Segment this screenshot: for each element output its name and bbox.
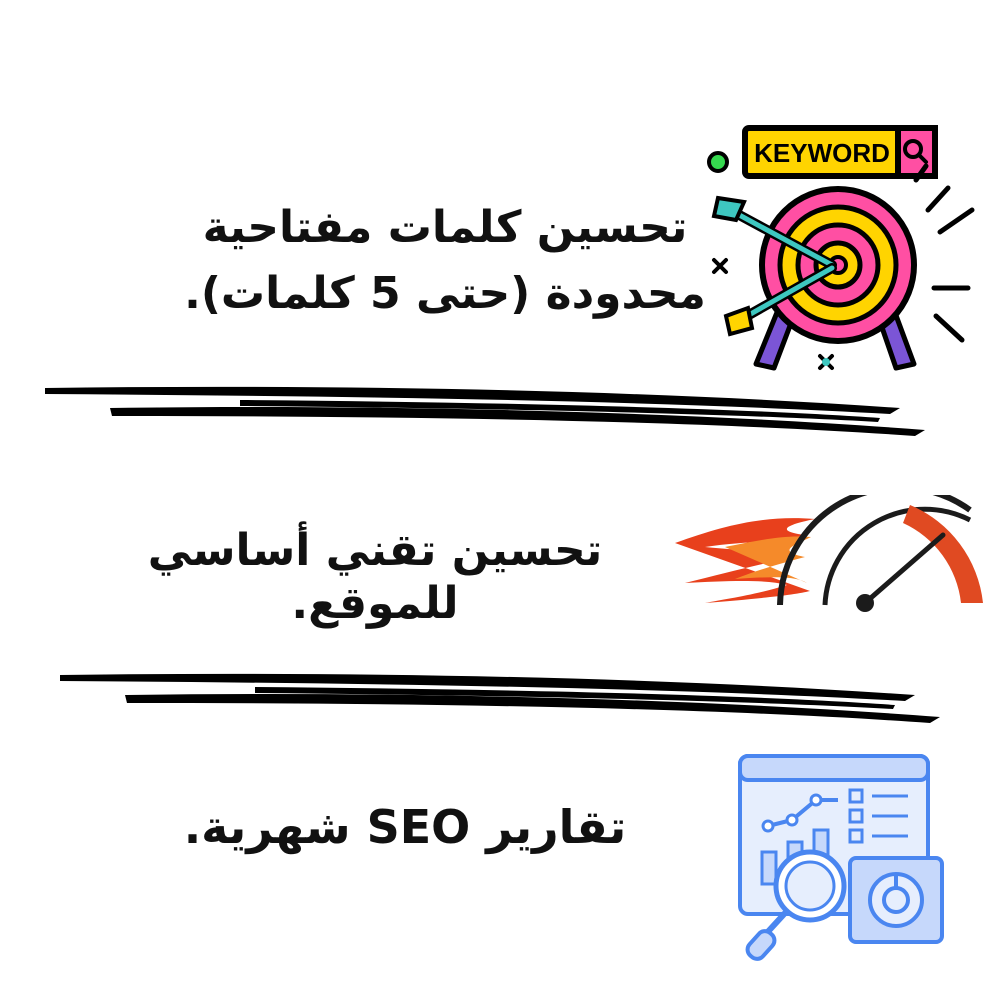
- brush-divider: [45, 386, 925, 436]
- speedometer-icon: [675, 495, 983, 612]
- feature-keywords-line2: محدودة (حتى 5 كلمات).: [184, 268, 706, 319]
- feature-keywords-line1: تحسين كلمات مفتاحية: [202, 202, 688, 253]
- feature-keywords-text: تحسين كلمات مفتاحية محدودة (حتى 5 كلمات)…: [180, 195, 710, 327]
- brush-divider: [60, 673, 940, 723]
- analytics-report-icon: [738, 754, 944, 961]
- keyword-label: KEYWORD: [754, 138, 890, 168]
- keyword-target-icon: KEYWORD: [707, 125, 975, 371]
- feature-reports-text: تقارير SEO شهرية.: [183, 800, 627, 854]
- feature-technical-text: تحسين تقني أساسي للموقع.: [147, 525, 603, 629]
